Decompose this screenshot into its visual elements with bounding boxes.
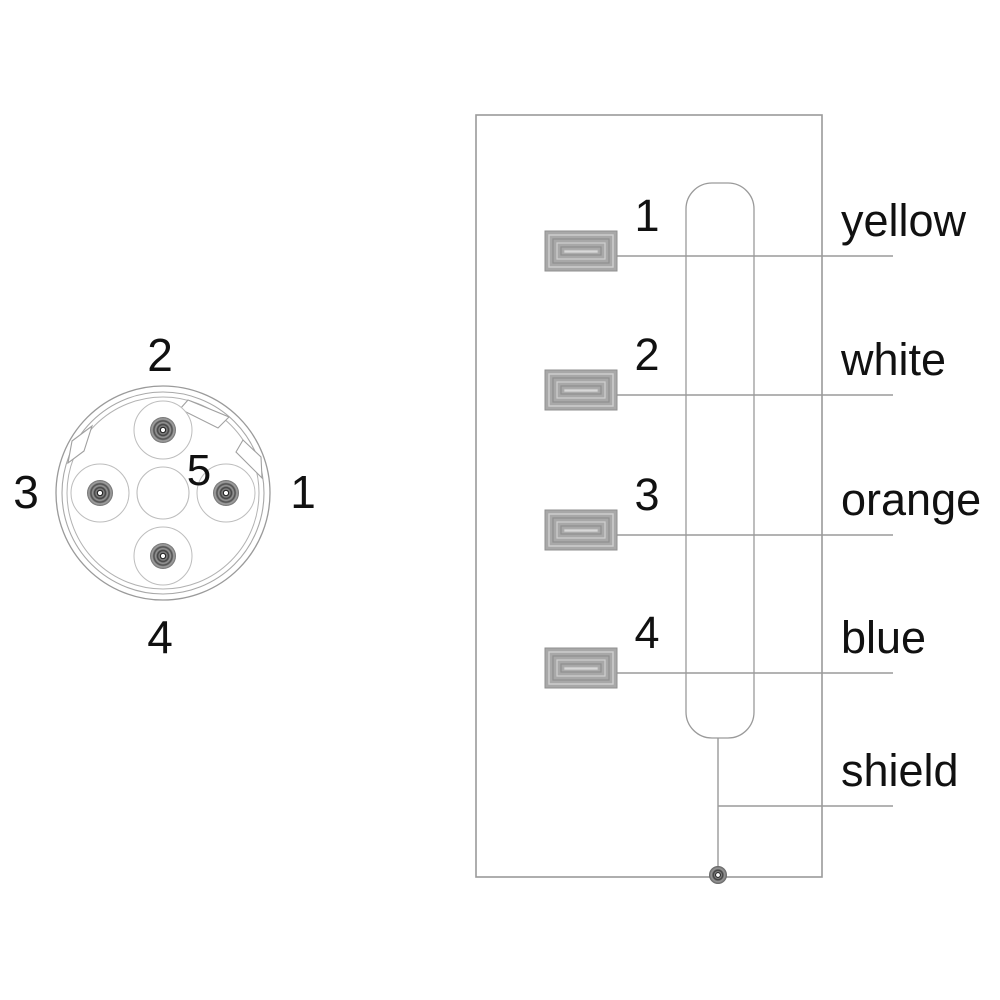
terminal-pad-3 xyxy=(544,509,618,551)
center-bore-pin-5 xyxy=(136,466,190,520)
panel-pin-number-2: 2 xyxy=(634,329,659,380)
wire-color-label-blue: blue xyxy=(841,612,926,663)
contact-bore-2 xyxy=(159,426,167,434)
connector-inner-rim xyxy=(61,391,265,595)
wire-color-label-orange: orange xyxy=(841,474,981,525)
contact-bore-4 xyxy=(159,552,167,560)
ground-point-bore xyxy=(715,872,721,878)
wire-color-label-white: white xyxy=(840,334,946,385)
connector-body-ring xyxy=(66,396,260,590)
connector-face-view: 1 2 3 4 5 xyxy=(13,329,316,663)
panel-pin-number-3: 3 xyxy=(634,469,659,520)
connector-pin-label-4: 4 xyxy=(147,611,173,663)
wire-color-label-shield: shield xyxy=(841,745,959,796)
connector-pin-label-5: 5 xyxy=(187,446,211,495)
shield-ground-row: shield xyxy=(709,738,959,884)
panel-pin-number-1: 1 xyxy=(634,190,659,241)
contact-bore-3 xyxy=(96,489,104,497)
terminal-pad-1 xyxy=(544,230,618,272)
connector-pin-label-2: 2 xyxy=(147,329,173,381)
wire-row-4: 4 blue xyxy=(544,607,926,689)
keyway-notch-upper-left xyxy=(67,424,94,465)
connector-pin-label-1: 1 xyxy=(290,466,316,518)
terminal-pad-4 xyxy=(544,647,618,689)
wire-row-2: 2 white xyxy=(544,329,946,411)
wire-row-3: 3 orange xyxy=(544,469,981,551)
cable-sleeve xyxy=(685,182,755,739)
panel-view: 1 yellow 2 white xyxy=(475,114,981,884)
wire-color-label-yellow: yellow xyxy=(841,195,967,246)
contact-bore-1 xyxy=(222,489,230,497)
keyway-notch-right xyxy=(235,439,263,480)
panel-pin-number-4: 4 xyxy=(634,607,659,658)
panel-outline xyxy=(475,114,823,878)
terminal-pad-2 xyxy=(544,369,618,411)
keyway-notch-top-right xyxy=(179,399,230,429)
connector-pin-label-3: 3 xyxy=(13,466,39,518)
wire-row-1: 1 yellow xyxy=(544,190,967,272)
